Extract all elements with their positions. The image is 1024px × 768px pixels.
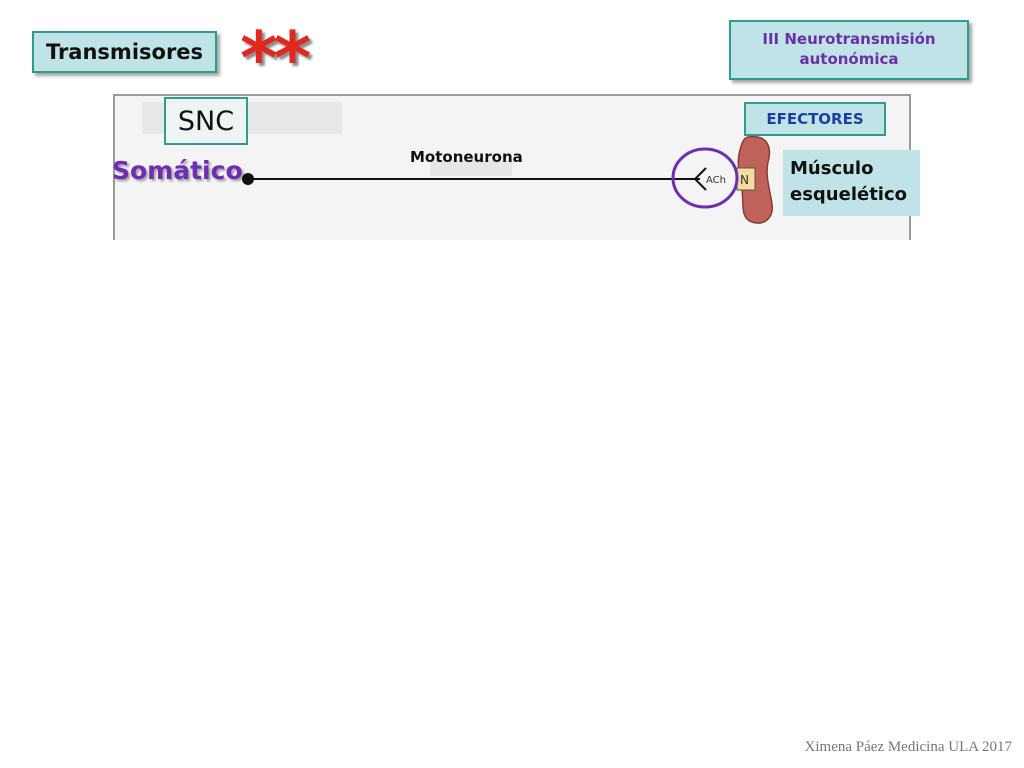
transmitter-label: ACh (706, 175, 726, 186)
effector-label-line1: Músculo (790, 158, 874, 179)
receptor-label: N (740, 173, 749, 187)
synapse-highlight-circle (671, 147, 739, 209)
importance-stars: ** (240, 16, 311, 100)
axon-terminal (693, 167, 707, 191)
division-label: Somático (112, 156, 243, 185)
effectors-label: EFECTORES (766, 110, 864, 128)
snc-label-box: SNC (164, 97, 248, 145)
snc-label: SNC (177, 105, 235, 137)
section-title-box: III Neurotransmisión autonómica (729, 20, 969, 80)
page-title: Transmisores (45, 40, 204, 64)
section-title-line1: III Neurotransmisión (762, 30, 936, 48)
effector-label-box: Músculo esquelético (783, 150, 920, 216)
effectors-label-box: EFECTORES (744, 102, 886, 136)
footer-credit: Ximena Páez Medicina ULA 2017 (804, 739, 1012, 755)
title-box: Transmisores (32, 31, 217, 73)
effector-label-line2: esquelético (790, 184, 908, 205)
neuron-label-highlight (430, 160, 512, 176)
section-title-line2: autonómica (799, 50, 899, 68)
neuron-label: Motoneurona (410, 148, 523, 166)
